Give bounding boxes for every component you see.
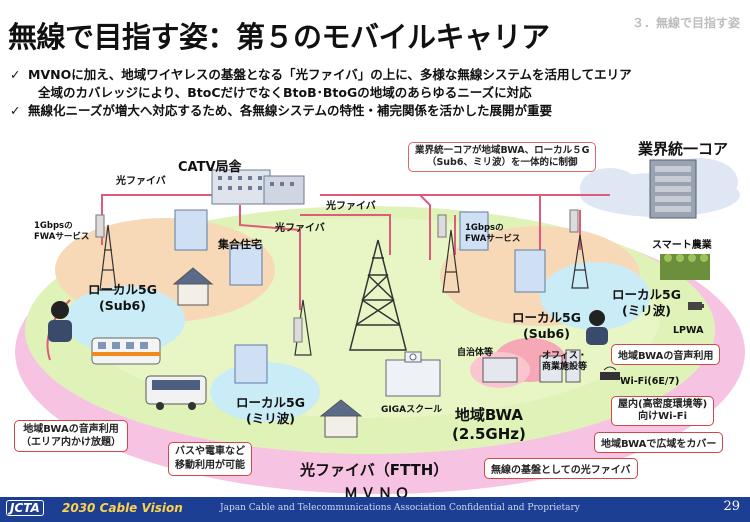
- callout-line: 地域BWAの音声利用: [23, 424, 119, 435]
- bullet-item: ✓ MVNOに加え、地域ワイヤレスの基盤となる「光ファイバ」の上に、多様な無線シス…: [10, 66, 632, 84]
- callout-line: 移動利用が可能: [175, 460, 245, 471]
- lpwa-label: LPWA: [673, 325, 704, 336]
- callout-voice-right: 地域BWAの音声利用: [611, 344, 721, 365]
- house-icon: [172, 267, 363, 438]
- label-line: ローカル5G: [88, 282, 157, 297]
- fiber-label: 光ファイバ: [326, 201, 376, 212]
- callout-line: 向けWi-Fi: [638, 411, 687, 422]
- bus-icon: [145, 375, 207, 410]
- label-line: (ミリ波): [246, 411, 295, 426]
- wifi-router-icon: [600, 366, 620, 380]
- fwa-line: FWAサービス: [465, 234, 521, 244]
- regional-bwa-label: 地域BWA (2.5GHz): [452, 406, 526, 444]
- label-line: (Sub6): [98, 298, 146, 313]
- apartment-label: 集合住宅: [218, 238, 262, 251]
- tower-icon-center: [349, 239, 407, 351]
- local5g-sub6-right: ローカル5G (Sub6): [512, 310, 581, 342]
- catv-building-icon: [211, 169, 305, 205]
- apartment-icon: [174, 209, 546, 384]
- bullet-text: MVNOに加え、地域ワイヤレスの基盤となる「光ファイバ」の上に、多様な無線システ…: [28, 67, 632, 82]
- tower-icon-far-right: [569, 209, 589, 289]
- label-line: 商業施設等: [542, 362, 588, 372]
- fwa-line: 1Gbpsの: [465, 223, 504, 233]
- local-gov-label: 自治体等: [457, 348, 494, 358]
- train-icon: [91, 337, 161, 365]
- antenna-icon-mid: [293, 299, 312, 356]
- school-icon: [385, 351, 441, 397]
- catv-office-label: CATV局舎: [178, 160, 242, 175]
- fwa-left-label: 1Gbpsの FWAサービス: [34, 221, 89, 243]
- check-icon: ✓: [10, 67, 21, 82]
- farm-icon: [660, 254, 710, 280]
- section-label: ３．無線で目指す姿: [631, 16, 740, 30]
- label-line: (2.5GHz): [452, 425, 526, 443]
- check-icon: ✓: [10, 103, 21, 118]
- page-number: 29: [723, 499, 740, 514]
- bullet-text: 無線化ニーズが増大へ対応するため、各無線システムの特性・補完関係を活かした展開が…: [28, 103, 553, 118]
- callout-line: （Sub6、ミリ波）を一体的に制御: [426, 157, 578, 168]
- tower-icon-left: [95, 214, 117, 291]
- callout-line: 屋内(高密度環境等): [618, 399, 708, 410]
- person-icon-left: [48, 301, 72, 342]
- callout-voice-left: 地域BWAの音声利用 （エリア内かけ放題）: [14, 420, 128, 452]
- server-icon: [649, 159, 697, 219]
- callout-line: バスや電車など: [175, 446, 245, 457]
- fiber-label: 光ファイバ: [275, 223, 325, 234]
- callout-bus: バスや電車など 移動利用が可能: [168, 442, 252, 476]
- giga-school-label: GIGAスクール: [381, 405, 443, 415]
- label-line: ローカル5G: [612, 287, 681, 302]
- bullet-list: ✓ MVNOに加え、地域ワイヤレスの基盤となる「光ファイバ」の上に、多様な無線シス…: [10, 66, 632, 120]
- label-line: (Sub6): [522, 326, 570, 341]
- local5g-mmw-bottom: ローカル5G (ミリ波): [236, 395, 305, 427]
- office-label: オフィス・ 商業施設等: [542, 351, 587, 373]
- fwa-line: FWAサービス: [34, 232, 90, 242]
- label-line: (ミリ波): [622, 303, 671, 318]
- fiber-label: 光ファイバ: [116, 176, 166, 187]
- smart-agri-label: スマート農業: [652, 240, 712, 251]
- callout-fiber-base: 無線の基盤としての光ファイバ: [484, 458, 638, 479]
- local5g-mmw-right: ローカル5G (ミリ波): [612, 287, 681, 319]
- fwa-right-label: 1Gbpsの FWAサービス: [465, 223, 520, 245]
- ftth-label: 光ファイバ（FTTH）: [300, 461, 449, 479]
- bullet-text-continuation: 全域のカバレッジにより、BtoCだけでなくBtoB･BtoGの地域のあらゆるニー…: [38, 85, 532, 100]
- bullet-item: ✓ 無線化ニーズが増大へ対応するため、各無線システムの特性・補完関係を活かした展開…: [10, 102, 632, 120]
- tower-icon-right: [437, 214, 460, 293]
- callout-indoor-wifi: 屋内(高密度環境等) 向けWi-Fi: [611, 396, 715, 426]
- footer-logo: JCTA: [6, 500, 44, 516]
- fwa-line: 1Gbpsの: [34, 221, 73, 231]
- wifi-label: Wi-Fi(6E/7): [620, 376, 680, 387]
- footer-vision: 2030 Cable Vision: [62, 501, 183, 515]
- sub6-zone-right: [540, 262, 650, 330]
- footer-bar: [0, 497, 750, 522]
- callout-line: 業界統一コアが地域BWA、ローカル５G: [415, 145, 590, 156]
- person-icon-right: [586, 310, 608, 345]
- label-line: オフィス・: [542, 351, 587, 361]
- local5g-sub6-left: ローカル5G (Sub6): [88, 282, 157, 314]
- gov-building-icon: [482, 349, 581, 383]
- industry-core-callout: 業界統一コアが地域BWA、ローカル５G （Sub6、ミリ波）を一体的に制御: [408, 142, 597, 172]
- page-title: 無線で目指す姿：第５のモバイルキャリア: [8, 20, 550, 54]
- callout-line: （エリア内かけ放題）: [21, 437, 121, 448]
- label-line: ローカル5G: [236, 395, 305, 410]
- label-line: ローカル5G: [512, 310, 581, 325]
- sub6-zone-left: [65, 286, 185, 354]
- camera-icon: [688, 302, 704, 310]
- callout-bwa-wide: 地域BWAで広域をカバー: [594, 432, 724, 453]
- industry-core-label: 業界統一コア: [638, 140, 729, 158]
- label-line: 地域BWA: [454, 406, 523, 424]
- footer-copyright: Japan Cable and Telecommunications Assoc…: [220, 503, 580, 513]
